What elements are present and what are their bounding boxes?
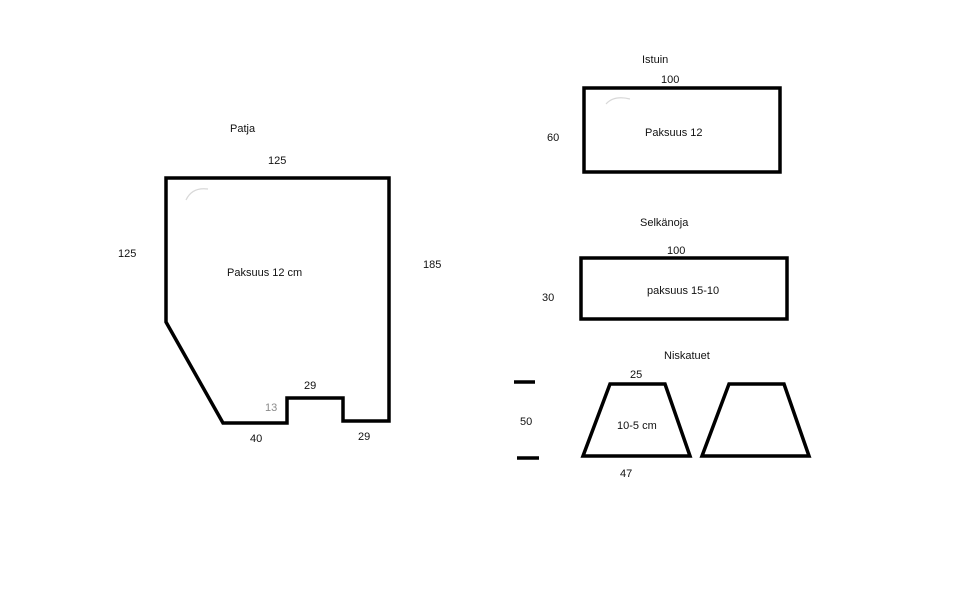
istuin-title: Istuin bbox=[642, 54, 668, 66]
istuin-outline bbox=[582, 86, 782, 174]
selkanoja-group: Selkänoja 100 30 paksuus 15-10 bbox=[542, 217, 789, 321]
niskatuet-title: Niskatuet bbox=[664, 350, 710, 362]
patja-dim-top: 125 bbox=[268, 155, 286, 167]
selkanoja-thickness-label: paksuus 15-10 bbox=[647, 285, 719, 297]
selkanoja-outline bbox=[579, 256, 789, 321]
patja-dim-right: 185 bbox=[423, 259, 441, 271]
patja-group: Patja 125 125 185 Paksuus 12 cm 29 13 40… bbox=[118, 123, 441, 445]
patja-dim-bottom-right: 29 bbox=[358, 431, 370, 443]
istuin-smudge bbox=[605, 97, 631, 105]
selkanoja-dim-width: 100 bbox=[667, 245, 685, 257]
patja-title: Patja bbox=[230, 123, 256, 135]
patja-dim-notch-top: 29 bbox=[304, 380, 316, 392]
patja-dim-notch-depth: 13 bbox=[265, 402, 277, 414]
istuin-dim-width: 100 bbox=[661, 74, 679, 86]
patja-smudge bbox=[185, 188, 209, 201]
istuin-dim-height: 60 bbox=[547, 132, 559, 144]
selkanoja-dim-height: 30 bbox=[542, 292, 554, 304]
patja-thickness-label: Paksuus 12 cm bbox=[227, 267, 302, 279]
niskatuet-trapezoid-left bbox=[580, 382, 693, 458]
niskatuet-thickness-label: 10-5 cm bbox=[617, 420, 657, 432]
niskatuet-dim-top: 25 bbox=[630, 369, 642, 381]
niskatuet-dim-bottom: 47 bbox=[620, 468, 632, 480]
niskatuet-dim-height: 50 bbox=[520, 416, 532, 428]
istuin-group: Istuin 100 60 Paksuus 12 bbox=[547, 54, 782, 174]
niskatuet-group: Niskatuet 50 25 10-5 cm 47 bbox=[514, 350, 812, 480]
selkanoja-title: Selkänoja bbox=[640, 217, 689, 229]
patja-dim-left: 125 bbox=[118, 248, 136, 260]
niskatuet-trapezoid-right bbox=[699, 382, 812, 458]
patja-dim-bottom-left: 40 bbox=[250, 433, 262, 445]
istuin-thickness-label: Paksuus 12 bbox=[645, 127, 702, 139]
patja-outline bbox=[164, 176, 391, 425]
